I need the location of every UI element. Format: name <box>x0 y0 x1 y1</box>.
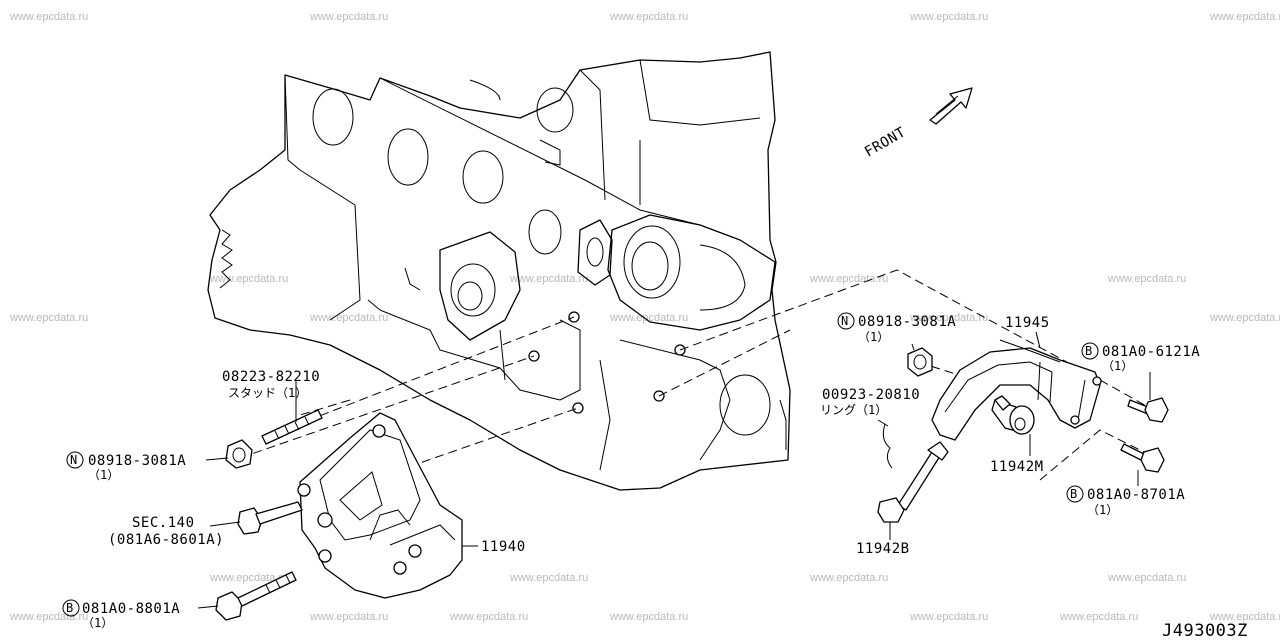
nut-left <box>205 439 253 469</box>
part-number-bracket-right: 11945 <box>1005 315 1050 331</box>
watermark: www.epcdata.ru <box>9 611 88 623</box>
stud-08223-82210 <box>261 381 323 445</box>
watermark: www.epcdata.ru <box>309 611 388 623</box>
badge-letter: B <box>1085 344 1092 358</box>
watermark: www.epcdata.ru <box>309 11 388 23</box>
watermark: www.epcdata.ru <box>609 312 688 324</box>
badge-letter: B <box>1070 487 1077 501</box>
nut-badge-icon <box>837 312 855 330</box>
bolt-badge-icon <box>1081 342 1099 360</box>
bolt-081A0-8801A <box>197 571 297 621</box>
bolt-badge-icon <box>1066 485 1084 503</box>
watermark: www.epcdata.ru <box>609 611 688 623</box>
qty-bolt-mr: （1） <box>1087 503 1118 517</box>
watermark: www.epcdata.ru <box>909 312 988 324</box>
part-number-stud: 08223-82210 <box>222 369 320 385</box>
section-reference: SEC.140 <box>132 515 195 531</box>
watermark: www.epcdata.ru <box>449 611 528 623</box>
front-direction-indicator: FRONT <box>862 87 973 160</box>
watermark: www.epcdata.ru <box>809 273 888 285</box>
part-number-bracket-main: 11940 <box>481 539 526 555</box>
watermark: www.epcdata.ru <box>309 312 388 324</box>
callout-nut-right: N 08918-3081A （1） <box>837 312 956 351</box>
watermark: www.epcdata.ru <box>9 312 88 324</box>
nut-right <box>907 347 933 377</box>
badge-letter: N <box>841 314 848 328</box>
part-number-bolt-bottom: 081A0-8801A <box>82 601 180 617</box>
watermark: www.epcdata.ru <box>1107 273 1186 285</box>
watermark: www.epcdata.ru <box>1209 11 1280 23</box>
watermark: www.epcdata.ru <box>1107 572 1186 584</box>
watermark: www.epcdata.ru <box>1209 611 1280 623</box>
bolt-081A0-6121A <box>1127 372 1169 423</box>
part-number-bushing: 11942M <box>990 459 1044 475</box>
qty-nut-left: （1） <box>88 468 119 482</box>
watermark: www.epcdata.ru <box>909 611 988 623</box>
qty-ring: リング（1） <box>820 403 887 417</box>
qty-bolt-bottom: （1） <box>82 616 113 630</box>
watermark: www.epcdata.ru <box>509 273 588 285</box>
part-number-nut-left: 08918-3081A <box>88 453 186 469</box>
watermark: www.epcdata.ru <box>909 11 988 23</box>
bracket-11945 <box>931 331 1102 441</box>
bolt-081A0-8701A <box>1120 443 1165 486</box>
badge-letter: B <box>66 601 73 615</box>
bolt-sec140 <box>209 501 303 535</box>
watermark: www.epcdata.ru <box>209 572 288 584</box>
watermark: www.epcdata.ru <box>509 572 588 584</box>
part-number-bolt-tr: 081A0-6121A <box>1102 344 1200 360</box>
callout-bolt-mr: B 081A0-8701A （1） <box>1066 485 1185 517</box>
part-number-bolt-mr: 081A0-8701A <box>1087 487 1185 503</box>
qty-nut-right: （1） <box>858 330 889 344</box>
diagram-code: J493003Z <box>1162 621 1248 640</box>
watermark: www.epcdata.ru <box>1059 611 1138 623</box>
part-number-ring: 00923-20810 <box>822 387 920 403</box>
callout-sec140: SEC.140 (081A6-8601A) <box>108 515 224 548</box>
part-number-long-bolt: 11942B <box>856 541 910 557</box>
callout-stud: 08223-82210 スタッド（1） <box>222 369 320 400</box>
qty-stud: スタッド（1） <box>228 386 307 400</box>
engine-mount-bracket-11940 <box>297 412 478 599</box>
badge-letter: N <box>70 453 77 467</box>
callout-bushing: 11942M <box>990 459 1044 475</box>
callout-bolt-bottom: B 081A0-8801A （1） <box>62 599 180 630</box>
nut-badge-icon <box>66 451 84 469</box>
qty-bolt-tr: （1） <box>1102 359 1133 373</box>
callout-bolt-tr: B 081A0-6121A （1） <box>1081 342 1200 373</box>
watermark: www.epcdata.ru <box>809 572 888 584</box>
front-label: FRONT <box>862 124 909 160</box>
watermark-layer: www.epcdata.ru www.epcdata.ru www.epcdat… <box>9 11 1280 623</box>
part-number-nut-right: 08918-3081A <box>858 314 956 330</box>
watermark: www.epcdata.ru <box>209 273 288 285</box>
watermark: www.epcdata.ru <box>1209 312 1280 324</box>
callout-long-bolt: 11942B <box>856 541 910 557</box>
long-bolt-11942B <box>877 419 949 540</box>
callout-nut-left: N 08918-3081A （1） <box>66 451 186 482</box>
section-part-number: (081A6-8601A) <box>108 532 224 548</box>
callout-bracket-main: 11940 <box>481 539 526 555</box>
bushing-11942M <box>991 395 1035 456</box>
callout-bracket-right: 11945 <box>1005 315 1050 331</box>
watermark: www.epcdata.ru <box>9 11 88 23</box>
callout-ring: 00923-20810 リング（1） <box>820 387 920 417</box>
bolt-badge-icon <box>62 599 80 617</box>
watermark: www.epcdata.ru <box>609 11 688 23</box>
